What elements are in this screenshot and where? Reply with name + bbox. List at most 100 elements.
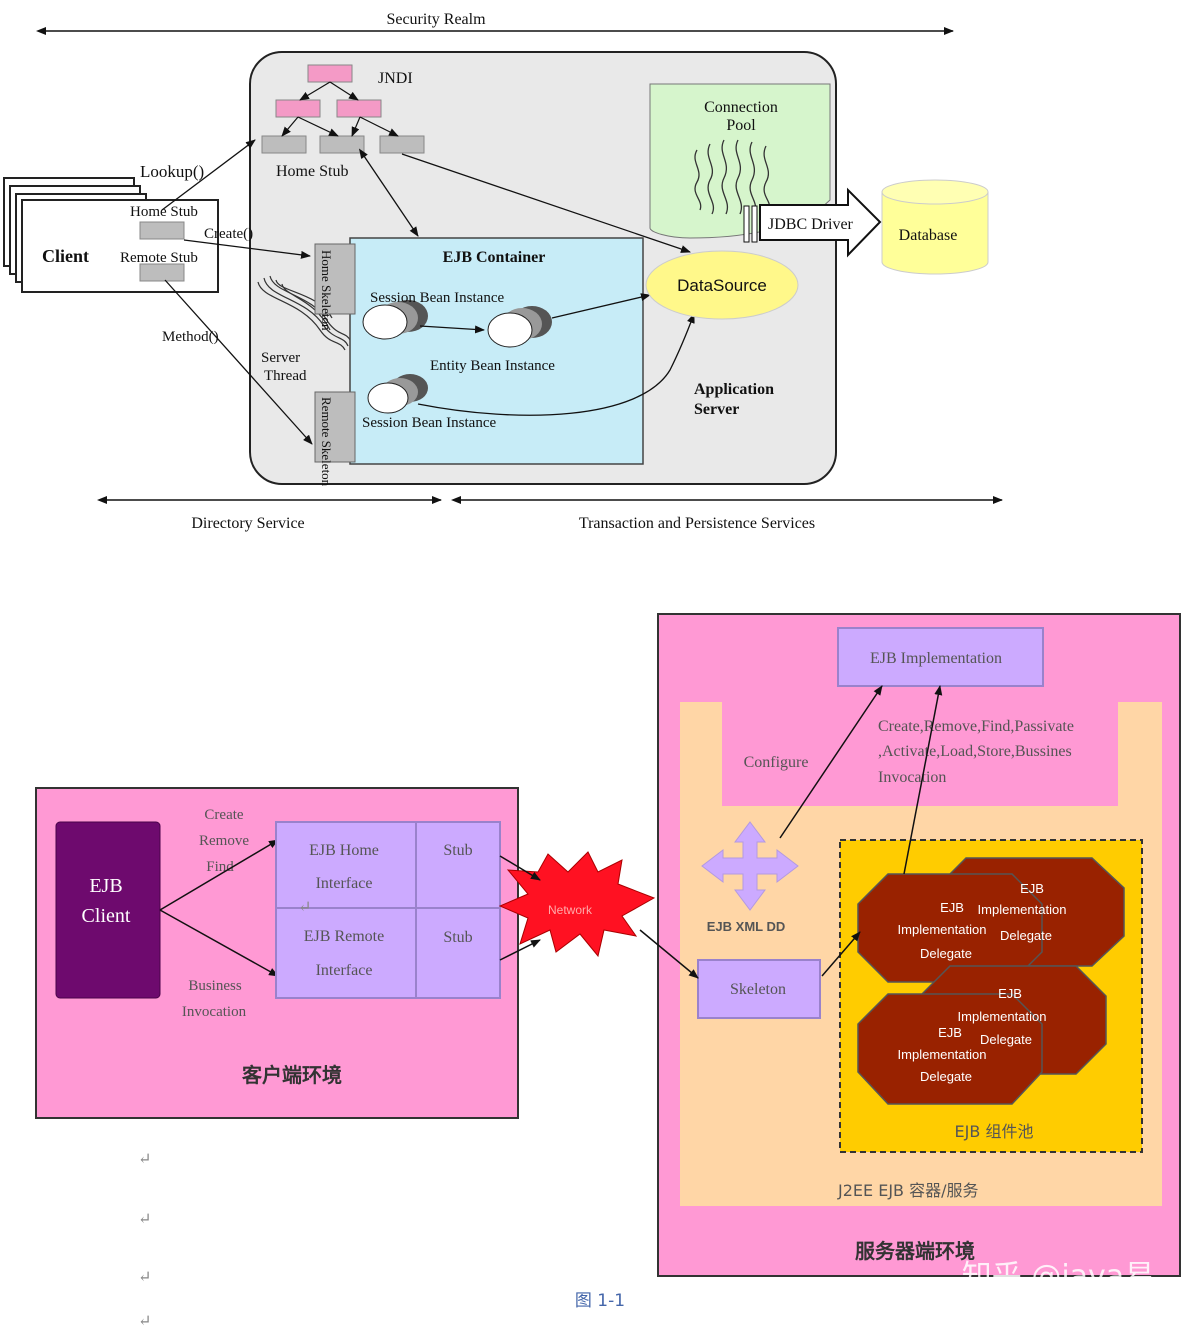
paragraph-marks: ↵ ↵ ↵ ↵ ↵	[138, 899, 311, 1328]
delegate-a-line-3: Delegate	[1000, 928, 1052, 943]
datasource-label: DataSource	[677, 276, 767, 295]
interface-block	[275, 821, 501, 999]
delegate-d-line-1: EJB	[938, 1025, 962, 1040]
client-home-stub-label: Home Stub	[130, 204, 198, 220]
xml-dd-icon	[701, 821, 799, 911]
delegate-octagons	[857, 857, 1125, 1105]
skeleton-delegate-arrow	[821, 931, 861, 977]
invocation-op-label: Invocation	[182, 1004, 247, 1020]
app-server-label-1: Application	[694, 381, 774, 398]
session-bean-icon-2	[367, 374, 428, 414]
remote-skeleton: Remote Skeleton	[314, 391, 356, 487]
entity-bean-icon	[487, 306, 552, 348]
client-label: Client	[42, 246, 89, 266]
stub-network-arrow-2	[499, 939, 541, 961]
session2-to-datasource-arrow	[417, 313, 695, 416]
stub-label-2: Stub	[443, 929, 472, 946]
j2ee-container-label: J2EE EJB 容器/服务	[837, 1181, 979, 1200]
svg-text:↵: ↵	[138, 1313, 151, 1328]
create-op-label: Create	[204, 807, 243, 823]
create-label: Create()	[204, 226, 253, 242]
network-label: Network	[548, 903, 593, 917]
session-bean-label-1: Session Bean Instance	[370, 290, 504, 306]
transaction-service-label: Transaction and Persistence Services	[579, 515, 815, 532]
home-interface-label-2: Interface	[316, 875, 373, 892]
client-home-arrow	[159, 839, 279, 911]
xml-dd-label: EJB XML DD	[707, 919, 786, 934]
jdbc-driver-label: JDBC Driver	[768, 216, 854, 233]
lookup-arrow	[161, 139, 256, 211]
remote-interface-label-1: EJB Remote	[304, 928, 384, 945]
method-label: Method()	[162, 329, 219, 345]
database-label: Database	[899, 227, 958, 244]
xml-dd-configure-arrow	[779, 685, 883, 839]
ejb-implementation-label: EJB Implementation	[870, 650, 1002, 667]
network-skeleton-arrow	[639, 929, 699, 979]
ejb-container-label: EJB Container	[443, 249, 546, 266]
svg-text:Home Skeleton: Home Skeleton	[319, 250, 334, 331]
svg-text:↵: ↵	[138, 1269, 151, 1286]
svg-text:↵: ↵	[138, 1211, 151, 1228]
server-environment-label: 服务器端环境	[855, 1239, 975, 1263]
ejb-pool-label: EJB 组件池	[955, 1122, 1034, 1141]
delegate-c-line-1: EJB	[998, 986, 1022, 1001]
jdbc-driver-arrow	[743, 187, 882, 258]
lookup-label: Lookup()	[140, 162, 204, 181]
entity-to-datasource-arrow	[551, 293, 651, 319]
delegate-impl-arrow	[903, 685, 943, 875]
jndi-label: JNDI	[378, 70, 413, 87]
client-remote-stub	[139, 263, 185, 282]
client-remote-stub-label: Remote Stub	[120, 250, 198, 266]
delegate-d-line-3: Delegate	[920, 1069, 972, 1084]
delegate-b-line-1: EJB	[940, 900, 964, 915]
remote-interface-label-2: Interface	[316, 962, 373, 979]
session-bean-label-2: Session Bean Instance	[362, 415, 496, 431]
database-cylinder	[881, 179, 989, 275]
connection-pool-label-1: Connection	[704, 99, 778, 116]
client-box	[3, 177, 219, 293]
connection-pool-label-2: Pool	[726, 117, 756, 134]
client-remote-arrow	[159, 909, 279, 977]
session-bean-icon-1	[362, 300, 428, 340]
delegate-b-line-3: Delegate	[920, 946, 972, 961]
svg-text:↵: ↵	[138, 1151, 151, 1168]
skeleton-label: Skeleton	[730, 981, 786, 998]
skeleton-box	[697, 959, 821, 1019]
delegate-c-line-3: Delegate	[980, 1032, 1032, 1047]
delegate-c-line-2: Implementation	[958, 1009, 1047, 1024]
ejb-client-label-1: EJB	[89, 875, 122, 897]
top-architecture: Security Realm JNDI Home Stub	[3, 11, 1003, 532]
directory-service-label: Directory Service	[191, 515, 304, 532]
delegate-d-line-2: Implementation	[898, 1047, 987, 1062]
bottom-architecture: EJB Client Create Remove Find Business I…	[35, 613, 1181, 1328]
connection-pool	[649, 83, 831, 239]
ejb-client-label-2: Client	[82, 905, 131, 927]
home-skeleton: Home Skeleton	[314, 243, 356, 331]
remove-op-label: Remove	[199, 833, 249, 849]
security-realm-label: Security Realm	[386, 11, 486, 28]
delegate-a-line-1: EJB	[1020, 881, 1044, 896]
methods-label-2: ,Activate,Load,Store,Bussines	[878, 743, 1072, 760]
jndi-datasource-arrow	[401, 153, 691, 253]
home-stub-node	[261, 135, 307, 154]
client-home-stub	[139, 221, 185, 240]
stub-label-1: Stub	[443, 842, 472, 859]
jndi-tree	[261, 64, 425, 154]
delegate-a-line-2: Implementation	[978, 902, 1067, 917]
home-stub-top-label: Home Stub	[276, 163, 348, 180]
svg-text:Remote Skeleton: Remote Skeleton	[319, 397, 334, 487]
ejb-container	[349, 237, 644, 465]
business-op-label: Business	[188, 978, 242, 994]
stub-container-arrow	[358, 148, 419, 237]
entity-bean-label: Entity Bean Instance	[430, 358, 555, 374]
create-arrow	[183, 239, 311, 259]
figure-caption: 图 1-1	[575, 1291, 625, 1311]
datasource-ellipse	[645, 250, 799, 320]
server-thread-label-2: Thread	[264, 368, 307, 384]
configure-label: Configure	[744, 754, 809, 771]
client-environment-label: 客户端环境	[241, 1063, 342, 1087]
method-arrow	[164, 279, 313, 445]
server-thread-label-1: Server	[261, 350, 300, 366]
stub-network-arrow-1	[499, 855, 541, 881]
